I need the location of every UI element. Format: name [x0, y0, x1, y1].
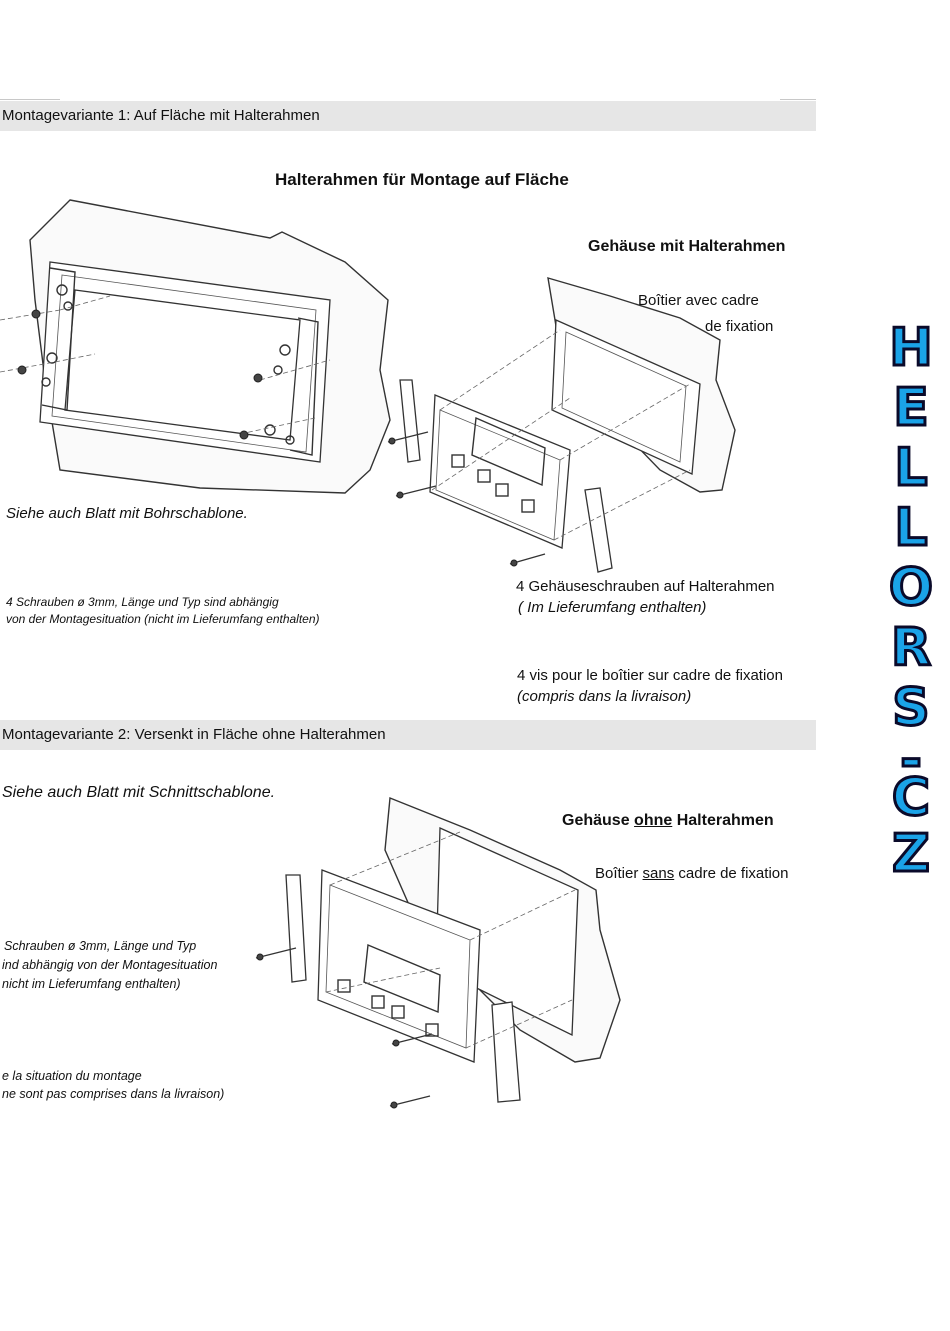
screws-note-line1: 4 Schrauben ø 3mm, Länge und Typ sind ab… [6, 595, 279, 609]
boitier-word: Boîtier [595, 865, 639, 882]
watermark-letter: L [893, 438, 929, 498]
housing-without-frame-label: Gehäuse ohne Halterahmen [562, 812, 774, 830]
watermark-letter: C [890, 768, 931, 828]
screws-note-line2: von der Montagesituation (nicht im Liefe… [6, 612, 320, 626]
watermark-letter: S [891, 678, 931, 738]
sans-word: sans [642, 865, 675, 882]
section2-banner: Montagevariante 2: Versenkt in Fläche oh… [0, 720, 816, 750]
cadre-words: cadre de fixation [678, 865, 789, 882]
frame-word: Halterahmen [676, 812, 774, 829]
see-cutting-template: Siehe auch Blatt mit Schnittschablone. [2, 784, 276, 801]
screws2-line2: ind abhängig von der Montagesituation [2, 958, 218, 972]
watermark-letter: H [888, 318, 935, 378]
boitier-label-line1: Boîtier avec cadre [638, 292, 759, 309]
see-drilling-template: Siehe auch Blatt mit Bohrschablone. [6, 505, 248, 522]
banner-rule [780, 99, 816, 100]
vis-label: 4 vis pour le boîtier sur cadre de fixat… [517, 667, 783, 684]
watermark-letter: R [889, 618, 932, 678]
section1-banner: Montagevariante 1: Auf Fläche mit Halter… [0, 101, 816, 131]
watermark-letter: O [887, 558, 934, 618]
watermark-letter: L [893, 498, 929, 558]
banner-rule [0, 99, 60, 100]
housing-word: Gehäuse [562, 812, 630, 829]
without-word: ohne [634, 812, 673, 829]
wall-with-frame-drawing [0, 199, 391, 494]
frame-title: Halterahmen für Montage auf Fläche [275, 170, 569, 189]
screws2-line1: Schrauben ø 3mm, Länge und Typ [4, 939, 197, 953]
watermark-letter: Z [891, 824, 932, 884]
boitier-sans-label: Boîtier sans cadre de fixation [595, 865, 788, 882]
watermark-letter: E [892, 378, 931, 438]
fr-line1: e la situation du montage [2, 1069, 142, 1083]
housing-with-frame-drawing [387, 277, 736, 573]
housing-without-frame-drawing [255, 797, 621, 1109]
fr-line2: ne sont pas comprises dans la livraison) [2, 1087, 225, 1101]
housing-screws-label: 4 Gehäuseschrauben auf Halterahmen [516, 578, 775, 595]
housing-with-frame-label: Gehäuse mit Halterahmen [588, 238, 786, 255]
boitier-label-line2: de fixation [705, 318, 774, 335]
screws2-line3: nicht im Lieferumfang enthalten) [2, 977, 181, 991]
compris-label: (compris dans la livraison) [517, 688, 692, 705]
watermark-letter: - [899, 730, 924, 790]
included-label: ( Im Lieferumfang enthalten) [518, 599, 707, 616]
